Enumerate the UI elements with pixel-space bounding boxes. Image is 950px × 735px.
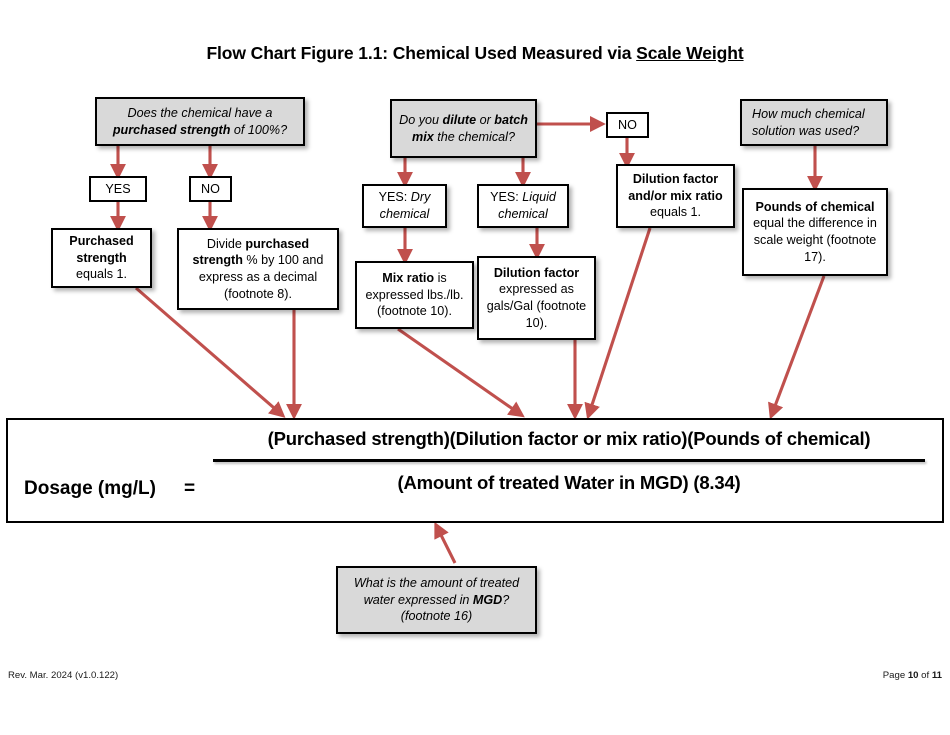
mix-ratio-rest: is expressed lbs./lb. (footnote 10). [365, 270, 464, 319]
question-treated-water-mgd: What is the amount of treated water expr… [336, 566, 537, 634]
page-title-underlined: Scale Weight [636, 43, 744, 63]
box-dilution-factor: Dilution factor expressed as gals/Gal (f… [477, 256, 596, 340]
footer-page-middle: of [918, 670, 932, 681]
dosage-label: Dosage (mg/L) [24, 478, 156, 499]
footer-page-number: 10 [907, 670, 919, 681]
footer-revision: Rev. Mar. 2024 (v1.0.122) [8, 670, 119, 681]
q-treated-water-line2b: ? [502, 592, 510, 607]
purchased-strength-equals-rest: equals 1. [75, 267, 128, 282]
dil1-bold: Dilution factor and/or mix ratio [628, 171, 723, 203]
pounds-of-chemical-rest: equal the difference in scale weight (fo… [753, 216, 877, 264]
dil1-rest: equals 1. [649, 205, 702, 220]
box-purchased-strength-equals-one: Purchased strength equals 1. [51, 228, 152, 288]
q-dilute-post: the chemical? [433, 129, 515, 144]
q-dilute-mid: or [476, 112, 495, 127]
mix-ratio-bold: Mix ratio [382, 270, 435, 285]
arrow-mix-to-formula [397, 327, 525, 418]
box-mix-ratio: Mix ratio is expressed lbs./lb. (footnot… [355, 261, 474, 329]
box-pounds-of-chemical: Pounds of chemical equal the difference … [742, 188, 888, 276]
q-treated-water-footnote: (footnote 16) [400, 609, 473, 624]
chip-yes-left-label: YES [105, 182, 131, 196]
box-yes-dry-chemical: YES: Dry chemical [362, 184, 447, 228]
arrow-q4-to-formula [434, 521, 457, 564]
footer-pagination: Page 10 of 11 [883, 670, 942, 681]
yes-dry-label: YES: [378, 190, 411, 205]
footer-total-pages: 11 [931, 670, 942, 681]
purchased-strength-equals-bold: Purchased strength [69, 233, 134, 265]
box-divide-purchased-strength: Divide purchased strength % by 100 and e… [177, 228, 339, 310]
box-dilution-factor-equals-one: Dilution factor and/or mix ratio equals … [616, 164, 735, 228]
dilution-factor-bold: Dilution factor [493, 265, 580, 280]
divide-purchased-strength-pre: Divide [206, 236, 246, 251]
q-dilute-bold2: batch mix [412, 112, 528, 144]
q-purchased-strength-line1: Does the chemical have a [127, 105, 273, 120]
question-how-much-solution: How much chemical solution was used? [740, 99, 888, 146]
page-title: Flow Chart Figure 1.1: Chemical Used Mea… [0, 43, 950, 64]
q-treated-water-line2a: water expressed in [363, 592, 473, 607]
fraction-bar [213, 459, 925, 462]
box-yes-liquid-chemical: YES: Liquid chemical [477, 184, 569, 228]
yes-liquid-italic: Liquid chemical [498, 190, 556, 221]
chip-no-left-label: NO [201, 182, 220, 196]
chip-no-middle-label: NO [618, 118, 637, 132]
formula-fraction: (Purchased strength)(Dilution factor or … [213, 428, 925, 494]
q-purchased-strength-emphasis: purchased strength [112, 122, 231, 137]
footer-page-prefix: Page [882, 670, 908, 681]
formula-denominator: (Amount of treated Water in MGD) (8.34) [397, 471, 741, 493]
dilution-factor-rest: expressed as gals/Gal (footnote 10). [486, 282, 587, 330]
chip-no-middle: NO [606, 112, 649, 138]
yes-dry-italic: Dry chemical [379, 190, 431, 221]
yes-liquid-label: YES: [490, 190, 523, 205]
formula-numerator: (Purchased strength)(Dilution factor or … [267, 428, 871, 449]
q-dilute-pre: Do you [399, 112, 443, 127]
chip-no-left: NO [189, 176, 232, 202]
q-dilute-bold1: dilute [442, 112, 477, 127]
equals-sign: = [184, 478, 196, 499]
dosage-formula-box: Dosage (mg/L) = (Purchased strength)(Dil… [6, 418, 944, 523]
arrow-pounds-to-formula [768, 275, 826, 420]
q-how-much-line2: solution was used? [752, 123, 860, 138]
q-treated-water-line1: What is the amount of treated [353, 575, 520, 590]
q-purchased-strength-line2: of 100%? [230, 122, 288, 137]
q-how-much-line1: How much chemical [752, 106, 865, 121]
divide-purchased-strength-bold: purchased strength [192, 236, 310, 268]
page-title-prefix: Flow Chart Figure 1.1: Chemical Used Mea… [206, 43, 637, 63]
chip-yes-left: YES [89, 176, 147, 202]
question-dilute-or-batch-mix: Do you dilute or batch mix the chemical? [390, 99, 537, 158]
question-purchased-strength: Does the chemical have a purchased stren… [95, 97, 305, 146]
pounds-of-chemical-bold: Pounds of chemical [755, 199, 875, 214]
q-treated-water-mgd-bold: MGD [472, 592, 503, 607]
arrow-dil1-to-formula [584, 227, 652, 420]
